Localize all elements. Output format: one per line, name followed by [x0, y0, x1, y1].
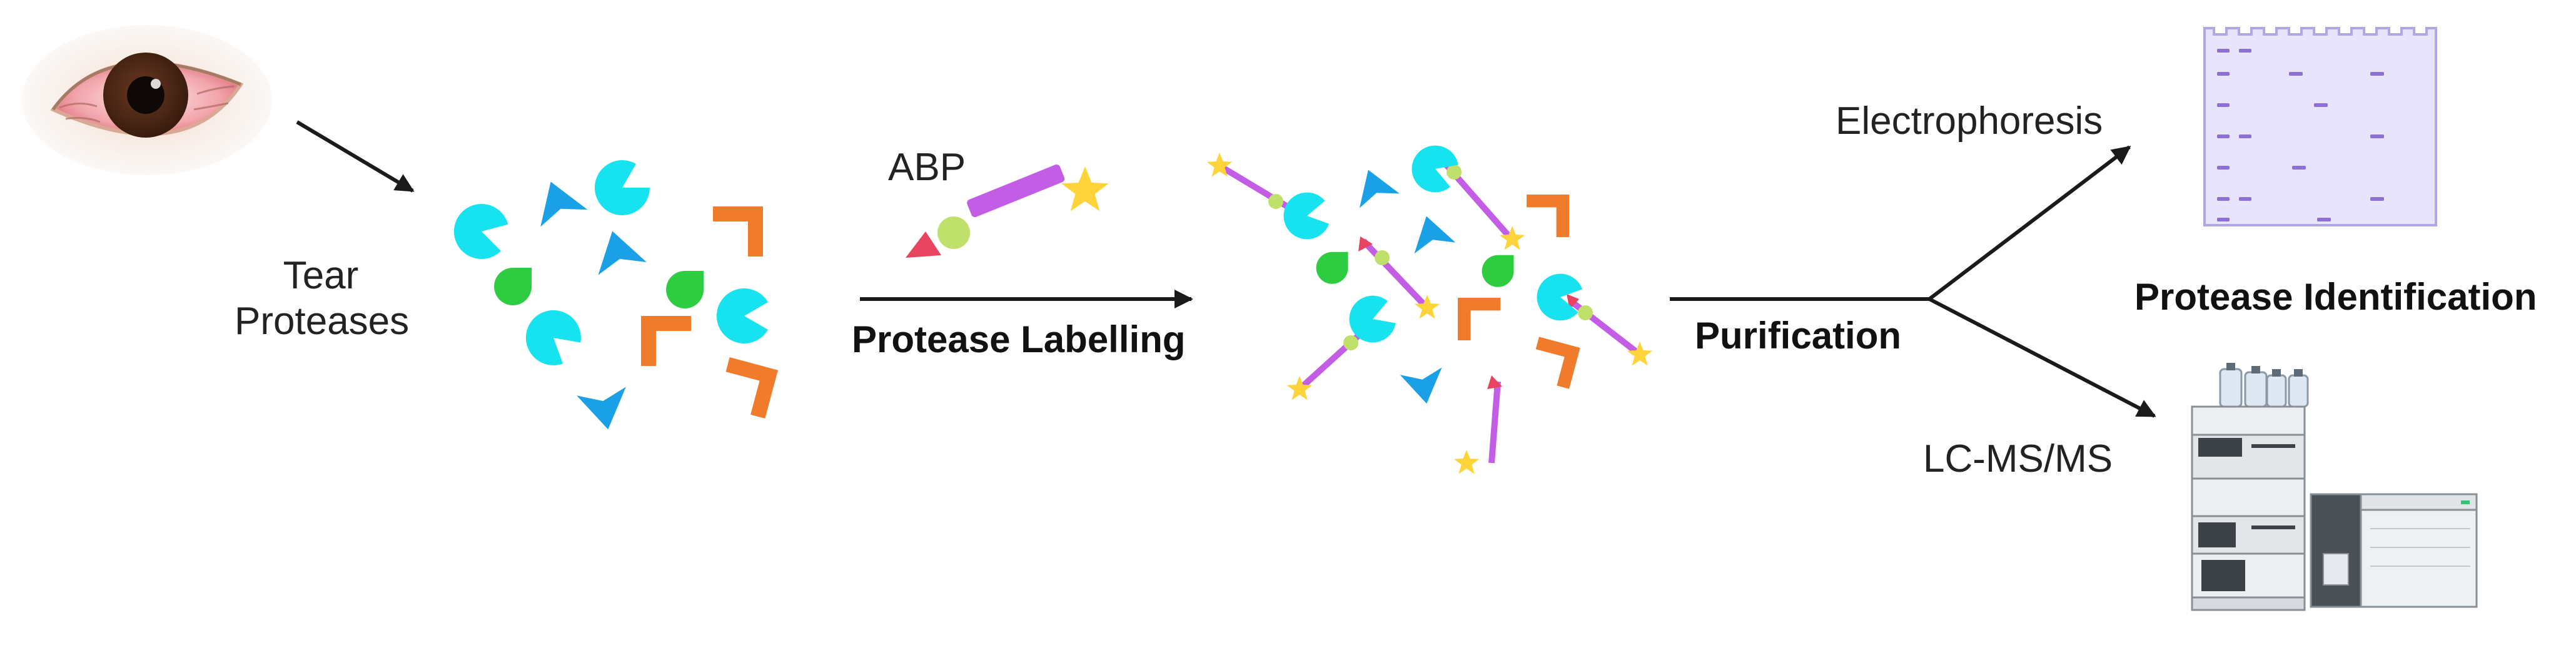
- purification-branch-arrow: [1670, 145, 2156, 418]
- protease-orange-icon: [717, 357, 778, 419]
- inflamed-eye-icon: [22, 25, 272, 175]
- proteases-label: Proteases: [235, 300, 410, 343]
- abp-probe-icon: [906, 164, 1109, 258]
- protease-cyan-icon: [1533, 270, 1585, 324]
- labelled-protease-cluster: [1206, 139, 1653, 474]
- protease-cyan-icon: [514, 298, 590, 375]
- eye-to-proteases-arrow: [296, 120, 415, 193]
- protease-blue-icon: [1348, 162, 1400, 208]
- protease-blue-icon: [527, 173, 588, 227]
- protease-orange-icon: [1527, 195, 1569, 237]
- lcmsms-label: LC-MS/MS: [1923, 437, 2113, 480]
- protease-orange-icon: [641, 316, 691, 366]
- protease-cyan-icon: [1280, 189, 1331, 243]
- probe-icon: [1439, 157, 1525, 250]
- probe-icon: [1358, 236, 1440, 319]
- electrophoresis-gel-icon: [2203, 27, 2437, 226]
- protease-orange-icon: [1528, 337, 1580, 389]
- probe-icon: [1453, 375, 1502, 474]
- protease-orange-icon: [1458, 298, 1500, 340]
- probe-icon: [1286, 326, 1369, 400]
- protease-blue-icon: [588, 225, 647, 275]
- tear-label: Tear: [283, 254, 359, 297]
- abp-label: ABP: [888, 146, 966, 189]
- probe-icon: [1567, 294, 1653, 366]
- protease-labelling-label: Protease Labelling: [852, 318, 1186, 360]
- protease-blue-icon: [577, 387, 633, 434]
- protease-blue-icon: [1405, 210, 1456, 254]
- electrophoresis-label: Electrophoresis: [1836, 99, 2103, 143]
- probe-icon: [1206, 153, 1300, 216]
- protease-green-icon: [1316, 251, 1348, 284]
- protease-blue-icon: [1400, 367, 1448, 408]
- protease-orange-icon: [713, 206, 763, 256]
- lcms-instrument-icon: [2191, 363, 2478, 611]
- protease-green-icon: [666, 271, 704, 308]
- protease-green-icon: [494, 268, 532, 305]
- protease-cyan-icon: [448, 198, 512, 265]
- purification-label: Purification: [1695, 315, 1902, 357]
- protease-green-icon: [1482, 255, 1514, 287]
- protease-cyan-icon: [716, 288, 768, 343]
- tear-protease-cluster: [448, 151, 778, 434]
- protease-identification-label: Protease Identification: [2134, 276, 2537, 318]
- protease-cyan-icon: [584, 151, 657, 226]
